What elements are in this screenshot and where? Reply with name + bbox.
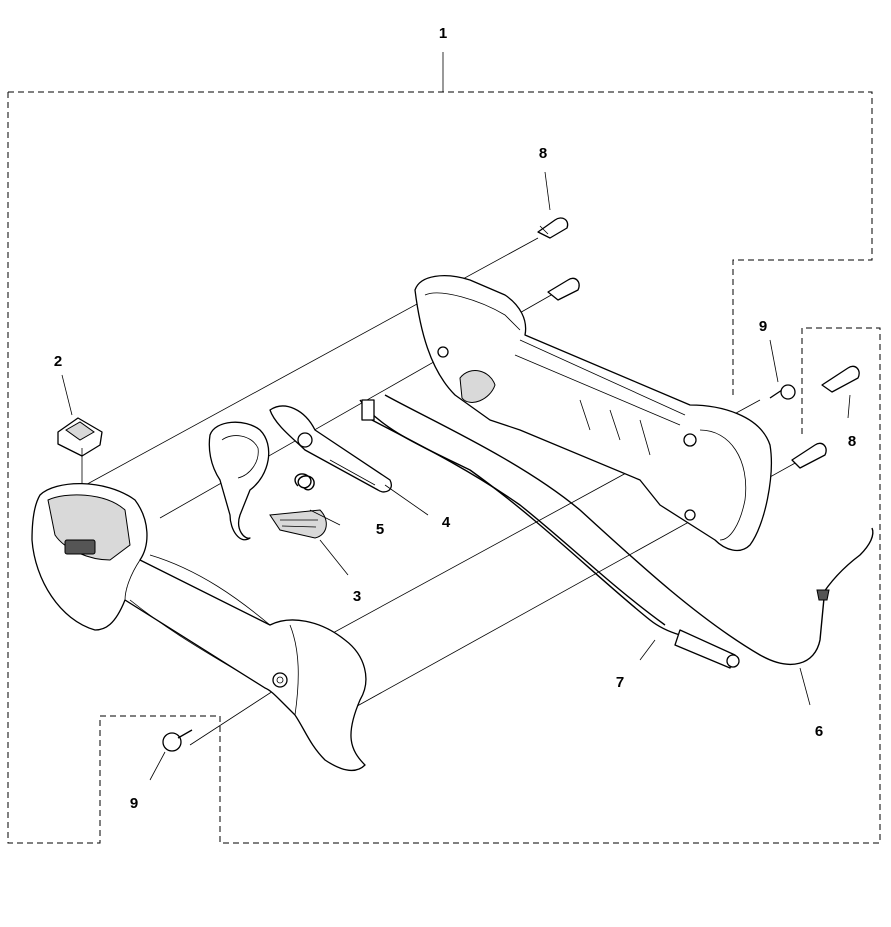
callout-4: 4 [442, 514, 451, 531]
screw-right-upper [821, 365, 860, 393]
callout-5: 5 [376, 521, 384, 538]
screw-upper [537, 217, 569, 239]
callout-8-top: 8 [539, 145, 547, 162]
spring [294, 473, 315, 491]
assembly-boundary [7, 52, 881, 844]
callout-1: 1 [439, 25, 447, 42]
callout-3: 3 [353, 588, 361, 605]
callout-2: 2 [54, 353, 62, 370]
throttle-trigger [208, 421, 327, 541]
stop-switch [57, 417, 103, 457]
callout-8-right: 8 [848, 433, 856, 450]
screw-middle [547, 277, 580, 301]
cable-harness [359, 399, 740, 669]
leader-lines [61, 171, 851, 781]
front-handle-housing [31, 482, 367, 772]
callout-9-right: 9 [759, 318, 767, 335]
rear-handle-housing [414, 275, 772, 552]
throttle-lock-lever [269, 405, 392, 493]
callout-9-left: 9 [130, 795, 138, 812]
callout-6: 6 [815, 723, 823, 740]
screw-washer-left [162, 729, 193, 752]
screw-right-lower [791, 442, 827, 469]
screw-washer-right [769, 384, 796, 400]
throttle-cable [384, 394, 874, 665]
callout-7: 7 [616, 674, 624, 691]
